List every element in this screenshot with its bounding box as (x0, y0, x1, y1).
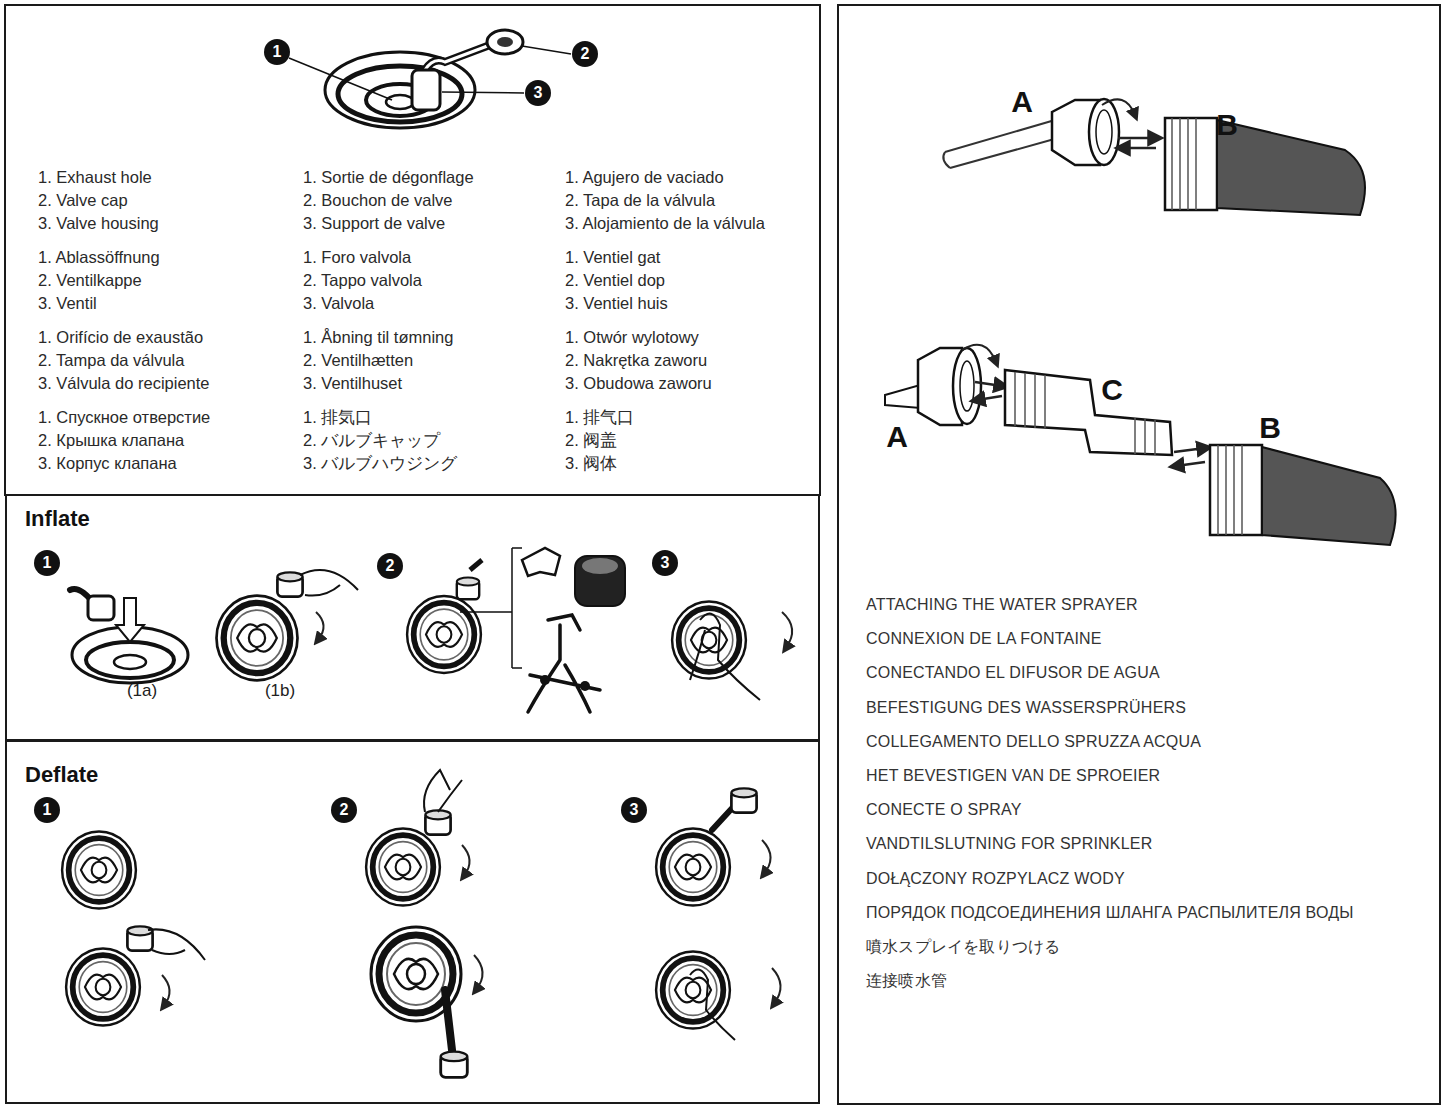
section-title: CONNEXION DE LA FONTAINE (866, 629, 1102, 649)
callout-number: 2 (331, 797, 357, 823)
callout-number: 1 (34, 550, 60, 576)
section-title: BEFESTIGUNG DES WASSERSPRÜHERS (866, 698, 1186, 718)
part-name: 1. Ventiel gat (565, 247, 660, 267)
part-name: 3. Ventilhuset (303, 373, 402, 393)
step-circle: 2 (377, 553, 403, 579)
callout-circle: 1 (264, 39, 290, 65)
callout-circle: 2 (572, 41, 598, 67)
section-title: CONECTE O SPRAY (866, 800, 1022, 820)
callout-number: 1 (34, 797, 60, 823)
part-name: 1. 排气口 (565, 407, 634, 427)
part-name: 1. Orifício de exaustão (38, 327, 203, 347)
part-name: 3. Support de valve (303, 213, 445, 233)
section-title: HET BEVESTIGEN VAN DE SPROEIER (866, 766, 1160, 786)
part-name: 2. Tappo valvola (303, 270, 422, 290)
part-name: 3. Ventiel huis (565, 293, 668, 313)
section-title: CONECTANDO EL DIFUSOR DE AGUA (866, 663, 1160, 683)
callout-number: 2 (377, 553, 403, 579)
part-letter: B (1259, 411, 1281, 445)
part-name: 2. Tapa de la válvula (565, 190, 715, 210)
step-circle: 3 (621, 797, 647, 823)
part-name: 1. Sortie de dégonflage (303, 167, 474, 187)
part-name: 2. Ventilhætten (303, 350, 413, 370)
step-circle: 3 (652, 550, 678, 576)
section-heading: Deflate (25, 762, 98, 788)
callout-circle: 3 (525, 80, 551, 106)
section-title: ПОРЯДОК ПОДСОЕДИНЕНИЯ ШЛАНГА РАСПЫЛИТЕЛЯ… (866, 903, 1354, 923)
part-name: 1. Foro valvola (303, 247, 411, 267)
deflate-panel: Deflate 1 2 3 (5, 740, 820, 1104)
section-title: 连接喷水管 (866, 971, 947, 991)
part-name: 3. Корпус клапана (38, 453, 177, 473)
section-title: DOŁĄCZONY ROZPYLACZ WODY (866, 869, 1125, 889)
part-name: 2. Bouchon de valve (303, 190, 453, 210)
part-letter: A (1011, 85, 1033, 119)
part-name: 1. Ablassöffnung (38, 247, 160, 267)
part-name: 2. Nakrętka zaworu (565, 350, 707, 370)
part-name: 3. Obudowa zaworu (565, 373, 712, 393)
part-name: 2. Ventiel dop (565, 270, 665, 290)
section-heading: Inflate (25, 506, 90, 532)
step-label: (1b) (265, 680, 295, 702)
step-circle: 1 (34, 550, 60, 576)
callout-number: 1 (264, 39, 290, 65)
part-name: 3. Ventil (38, 293, 97, 313)
part-name: 1. Åbning til tømning (303, 327, 453, 347)
part-name: 3. Alojamiento de la válvula (565, 213, 765, 233)
part-name: 3. 阀体 (565, 453, 617, 473)
section-title: VANDTILSLUTNING FOR SPRINKLER (866, 834, 1152, 854)
section-title: COLLEGAMENTO DELLO SPRUZZA ACQUA (866, 732, 1201, 752)
step-label: (1a) (127, 680, 157, 702)
part-name: 1. Otwór wylotowy (565, 327, 699, 347)
part-letter: B (1216, 108, 1238, 142)
part-name: 3. Valve housing (38, 213, 159, 233)
part-name: 2. バルブキャップ (303, 430, 440, 450)
callout-number: 3 (525, 80, 551, 106)
part-name: 3. バルブハウジング (303, 453, 457, 473)
part-name: 2. Tampa da válvula (38, 350, 184, 370)
part-name: 2. Крышка клапана (38, 430, 184, 450)
part-name: 1. Agujero de vaciado (565, 167, 724, 187)
part-name: 2. Ventilkappe (38, 270, 142, 290)
part-name: 2. Valve cap (38, 190, 128, 210)
section-title: 噴水スプレイを取りつける (866, 937, 1060, 957)
part-name: 1. Exhaust hole (38, 167, 152, 187)
part-letter: C (1101, 373, 1123, 407)
section-title: ATTACHING THE WATER SPRAYER (866, 595, 1138, 615)
part-name: 3. Valvola (303, 293, 374, 313)
part-letter: A (886, 420, 908, 454)
step-circle: 2 (331, 797, 357, 823)
part-name: 1. 排気口 (303, 407, 372, 427)
part-name: 2. 阀盖 (565, 430, 617, 450)
callout-number: 2 (572, 41, 598, 67)
callout-number: 3 (621, 797, 647, 823)
inflate-panel: Inflate 1 2 3 (5, 494, 820, 741)
part-name: 3. Válvula do recipiente (38, 373, 210, 393)
part-name: 1. Спускное отверстие (38, 407, 210, 427)
callout-number: 3 (652, 550, 678, 576)
step-circle: 1 (34, 797, 60, 823)
